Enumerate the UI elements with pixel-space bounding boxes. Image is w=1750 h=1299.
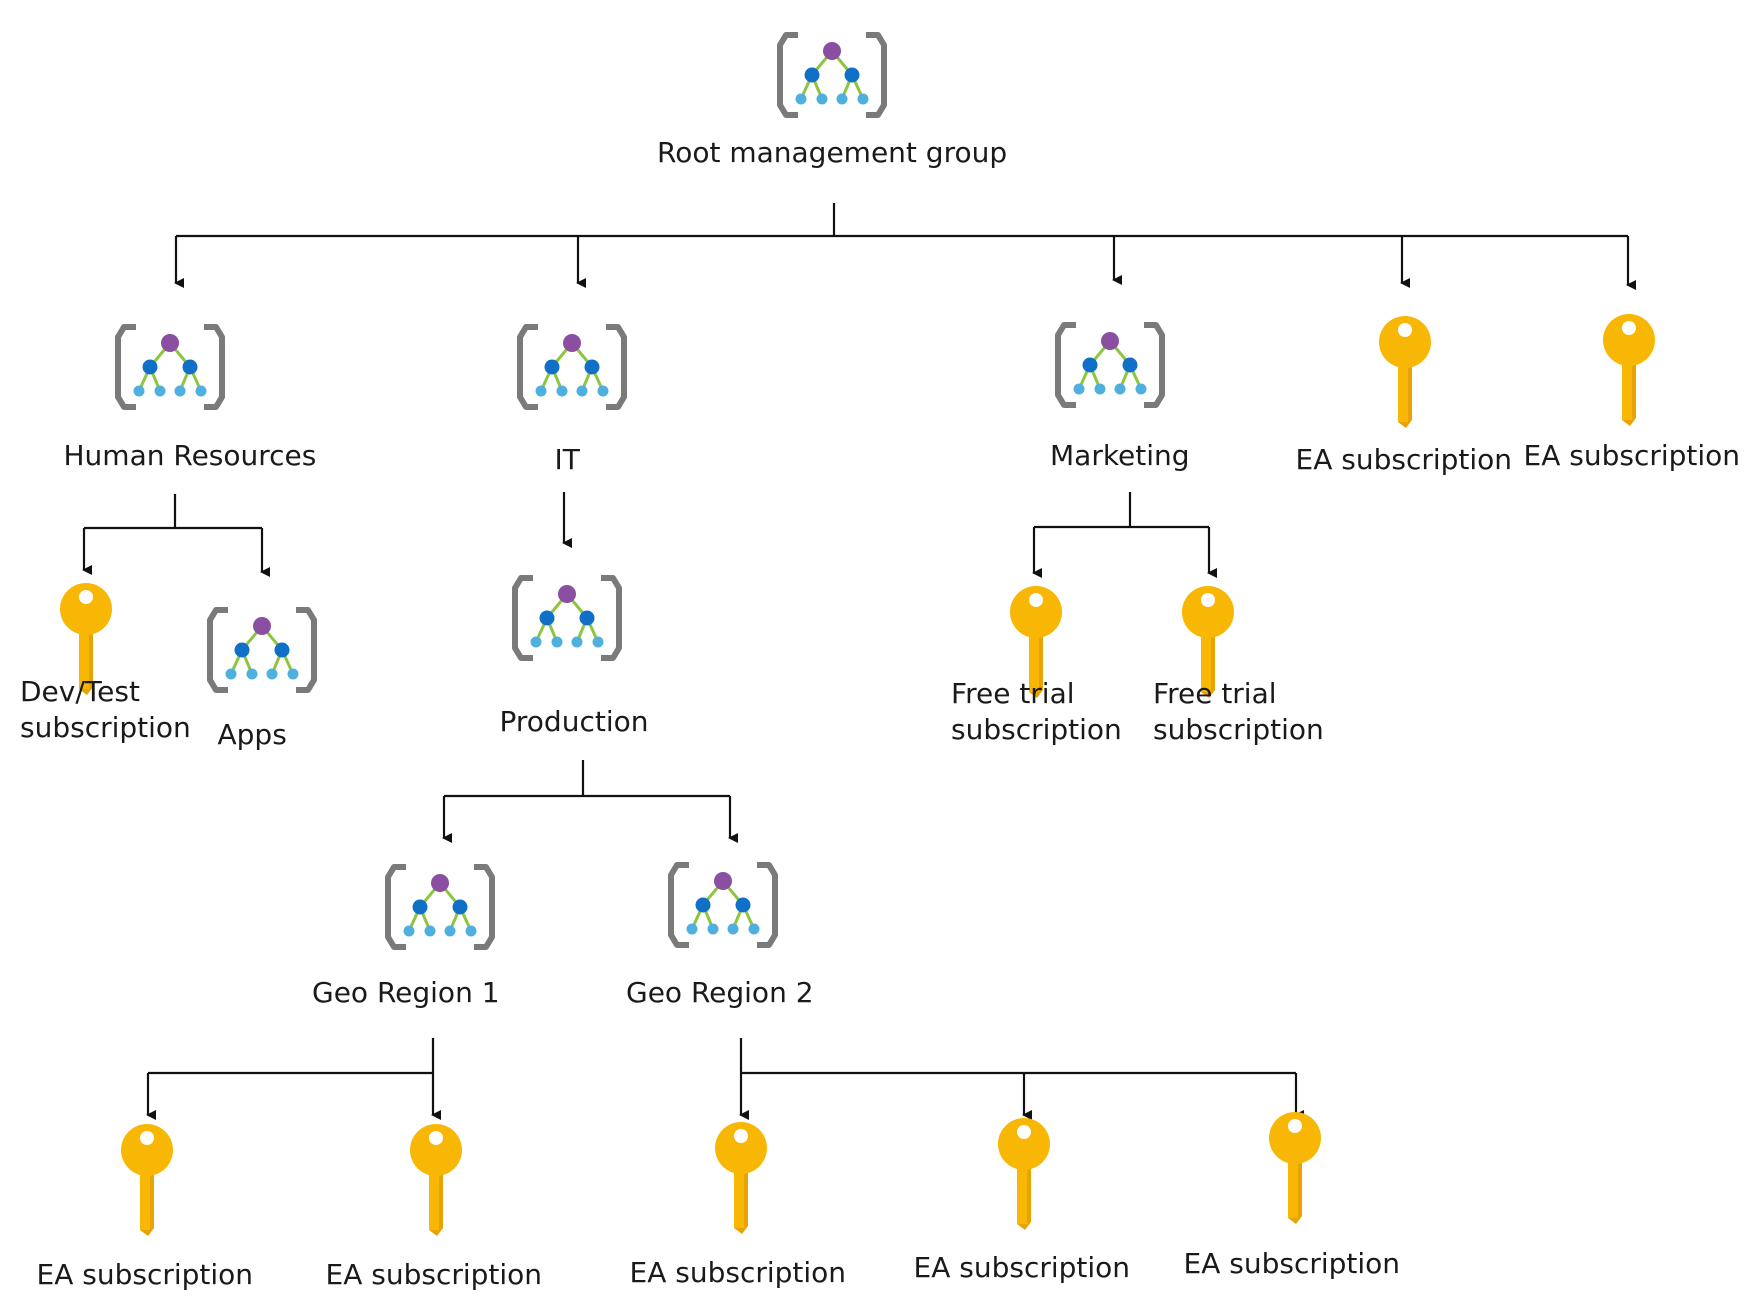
key-icon bbox=[1010, 586, 1062, 698]
key-icon bbox=[1603, 314, 1655, 426]
node-label-geo2-ea3: EA subscription bbox=[1183, 1247, 1401, 1280]
node-label-geo2-ea2: EA subscription bbox=[913, 1251, 1131, 1284]
node-label-hr: Human Resources bbox=[63, 439, 317, 472]
management-group-icon bbox=[517, 324, 627, 410]
node-label-free1: Free trial subscription bbox=[951, 677, 1122, 746]
node-label-marketing: Marketing bbox=[1050, 439, 1190, 472]
node-label-it: IT bbox=[554, 443, 580, 476]
connectors bbox=[82, 203, 1636, 1120]
node-label-geo2-ea1: EA subscription bbox=[629, 1256, 847, 1289]
node-label-root-ea1: EA subscription bbox=[1295, 443, 1513, 476]
key-icon bbox=[1269, 1112, 1321, 1224]
node-label-devtest: Dev/Test subscription bbox=[20, 675, 191, 744]
key-icon bbox=[1182, 586, 1234, 698]
node-label-geo1-ea1: EA subscription bbox=[36, 1258, 254, 1291]
node-label-production: Production bbox=[499, 705, 649, 738]
management-group-icon bbox=[668, 862, 778, 948]
key-icon bbox=[1379, 316, 1431, 428]
management-group-icon bbox=[385, 864, 495, 950]
key-icon bbox=[998, 1118, 1050, 1230]
key-icon bbox=[121, 1124, 173, 1236]
node-label-geo1: Geo Region 1 bbox=[312, 976, 500, 1009]
node-label-geo2: Geo Region 2 bbox=[626, 976, 814, 1009]
management-group-icon bbox=[115, 324, 225, 410]
management-group-icon bbox=[512, 575, 622, 661]
management-group-icon bbox=[1055, 322, 1165, 408]
key-icon bbox=[410, 1124, 462, 1236]
management-group-icon bbox=[777, 32, 887, 118]
node-label-apps: Apps bbox=[217, 718, 287, 751]
node-label-free2: Free trial subscription bbox=[1153, 677, 1324, 746]
key-icon bbox=[715, 1122, 767, 1234]
management-group-icon bbox=[207, 607, 317, 693]
node-label-root-ea2: EA subscription bbox=[1523, 439, 1741, 472]
node-label-geo1-ea2: EA subscription bbox=[325, 1258, 543, 1291]
icons bbox=[60, 32, 1655, 1236]
key-icon bbox=[60, 583, 112, 695]
node-label-root: Root management group bbox=[657, 136, 1008, 169]
